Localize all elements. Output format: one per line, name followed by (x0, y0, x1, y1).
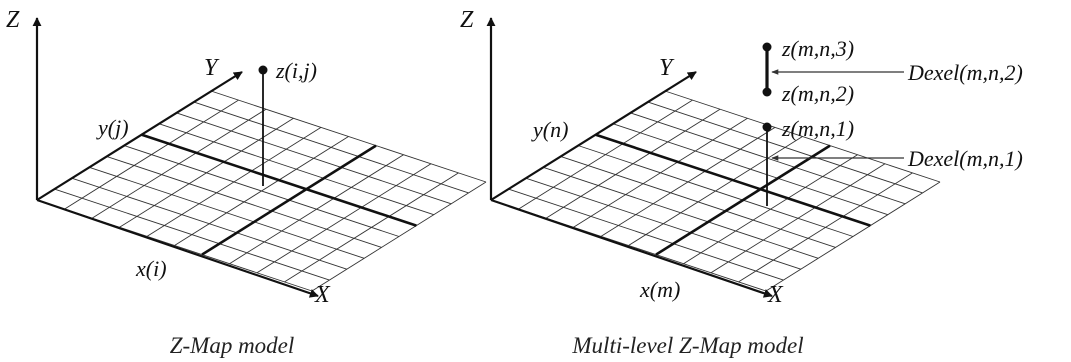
grid-line-u (89, 166, 365, 259)
grid-line-u (193, 101, 469, 194)
grid-2 (490, 90, 941, 292)
grid-line-u (106, 155, 382, 248)
grid-line-u (543, 166, 819, 259)
y-axis-label-2: Y (659, 55, 675, 81)
grid-line-u (612, 123, 888, 216)
z-point-1 (258, 65, 268, 75)
x-axis-2 (490, 198, 773, 298)
grid-line-highlight-x (201, 144, 377, 256)
panel-zmap: Z Y X y(j) x(i) z(i,j) Z-Map model (6, 7, 487, 358)
grid-line-u (158, 123, 434, 216)
grid-line-highlight-y (140, 133, 417, 227)
x-tick-label-2: x(m) (639, 277, 680, 302)
point-label-m-n-2: z(m,n,2) (781, 81, 854, 106)
grid-line-u (664, 90, 941, 183)
point-label-m-n-3: z(m,n,3) (781, 36, 854, 61)
point-label-m-n-1: z(m,n,1) (781, 116, 854, 141)
y-tick-label-2: y(n) (531, 117, 568, 142)
x-axis-1 (36, 198, 319, 298)
panel-multilevel-zmap: Z Y X y(n) x(m) z(m,n,3) z(m,n,2) z(m,n,… (460, 7, 1023, 358)
z-axis-label-1: Z (6, 7, 20, 33)
grid-line-u (54, 188, 330, 281)
x-tick-label-1: x(i) (135, 256, 167, 281)
y-tick-label-1: y(j) (96, 115, 129, 140)
grid-line-u (508, 188, 784, 281)
grid-line-highlight-x (655, 144, 831, 256)
point-label-1: z(i,j) (275, 58, 317, 83)
x-axis-label-1: X (314, 282, 331, 308)
dexel-label-1: Dexel(m,n,1) (907, 146, 1023, 171)
grid-line-u (176, 112, 452, 205)
grid-line-highlight-y (594, 133, 871, 227)
y-axis-label-1: Y (204, 55, 220, 81)
x-axis-label-2: X (767, 282, 784, 308)
grid-line-u (123, 145, 400, 237)
grid-line-u (577, 145, 854, 237)
grid-line-u (71, 177, 347, 270)
y-axis-1 (36, 71, 243, 201)
dexel-label-2: Dexel(m,n,2) (907, 60, 1023, 85)
grid-line-u (210, 90, 487, 183)
caption-1: Z-Map model (170, 333, 295, 358)
grid-line-u (647, 101, 923, 194)
z-point-m-n-1 (762, 122, 772, 132)
grid-line-u (525, 177, 801, 270)
z-point-m-n-3 (762, 42, 772, 52)
caption-2: Multi-level Z-Map model (571, 333, 803, 358)
grid-line-u (560, 155, 836, 248)
z-axis-label-2: Z (460, 7, 474, 33)
z-point-m-n-2 (762, 87, 772, 97)
y-axis-2 (490, 71, 697, 201)
